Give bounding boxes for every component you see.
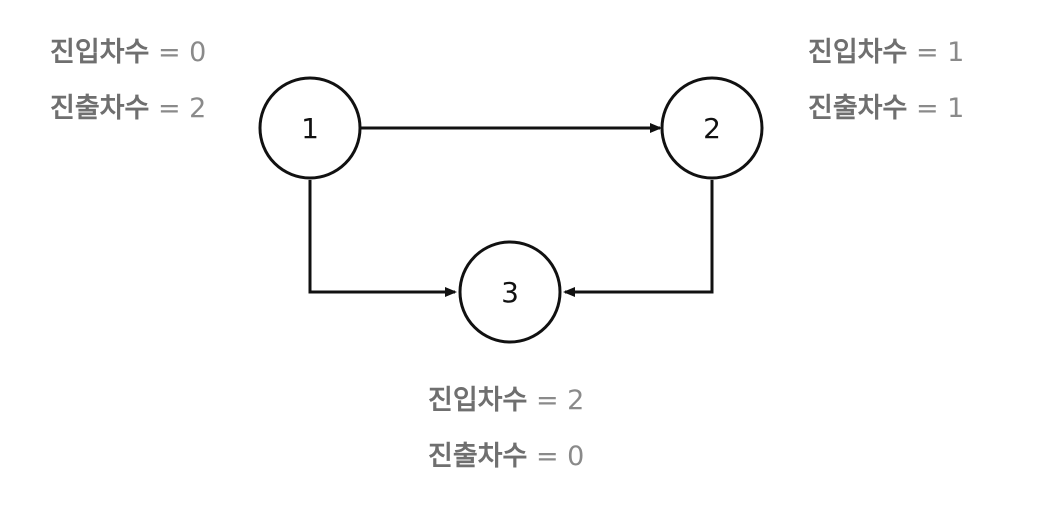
node-3-in-degree: 진입차수 = 2	[428, 384, 584, 418]
node-1-label: 1	[301, 112, 319, 145]
node-3-label: 3	[501, 276, 519, 309]
out-degree-term: 진출차수	[428, 441, 528, 472]
out-degree-term: 진출차수	[50, 93, 150, 124]
out-degree-value: = 0	[535, 441, 585, 472]
in-degree-value: = 2	[535, 385, 585, 416]
in-degree-term: 진입차수	[50, 37, 150, 68]
node-3-out-degree: 진출차수 = 0	[428, 440, 584, 474]
node-1-in-degree: 진입차수 = 0	[50, 36, 206, 70]
node-1: 1	[258, 76, 362, 180]
in-degree-value: = 1	[915, 37, 965, 68]
in-degree-term: 진입차수	[808, 37, 908, 68]
node-3: 3	[458, 240, 562, 344]
in-degree-term: 진입차수	[428, 385, 528, 416]
in-degree-value: = 0	[157, 37, 207, 68]
edge-2-to-3	[563, 180, 714, 297]
out-degree-term: 진출차수	[808, 93, 908, 124]
node-2-out-degree: 진출차수 = 1	[808, 92, 964, 126]
node-2-label: 2	[703, 112, 721, 145]
edge-1-to-3	[308, 180, 457, 297]
node-2-in-degree: 진입차수 = 1	[808, 36, 964, 70]
out-degree-value: = 1	[915, 93, 965, 124]
node-1-out-degree: 진출차수 = 2	[50, 92, 206, 126]
out-degree-value: = 2	[157, 93, 207, 124]
node-2: 2	[660, 76, 764, 180]
